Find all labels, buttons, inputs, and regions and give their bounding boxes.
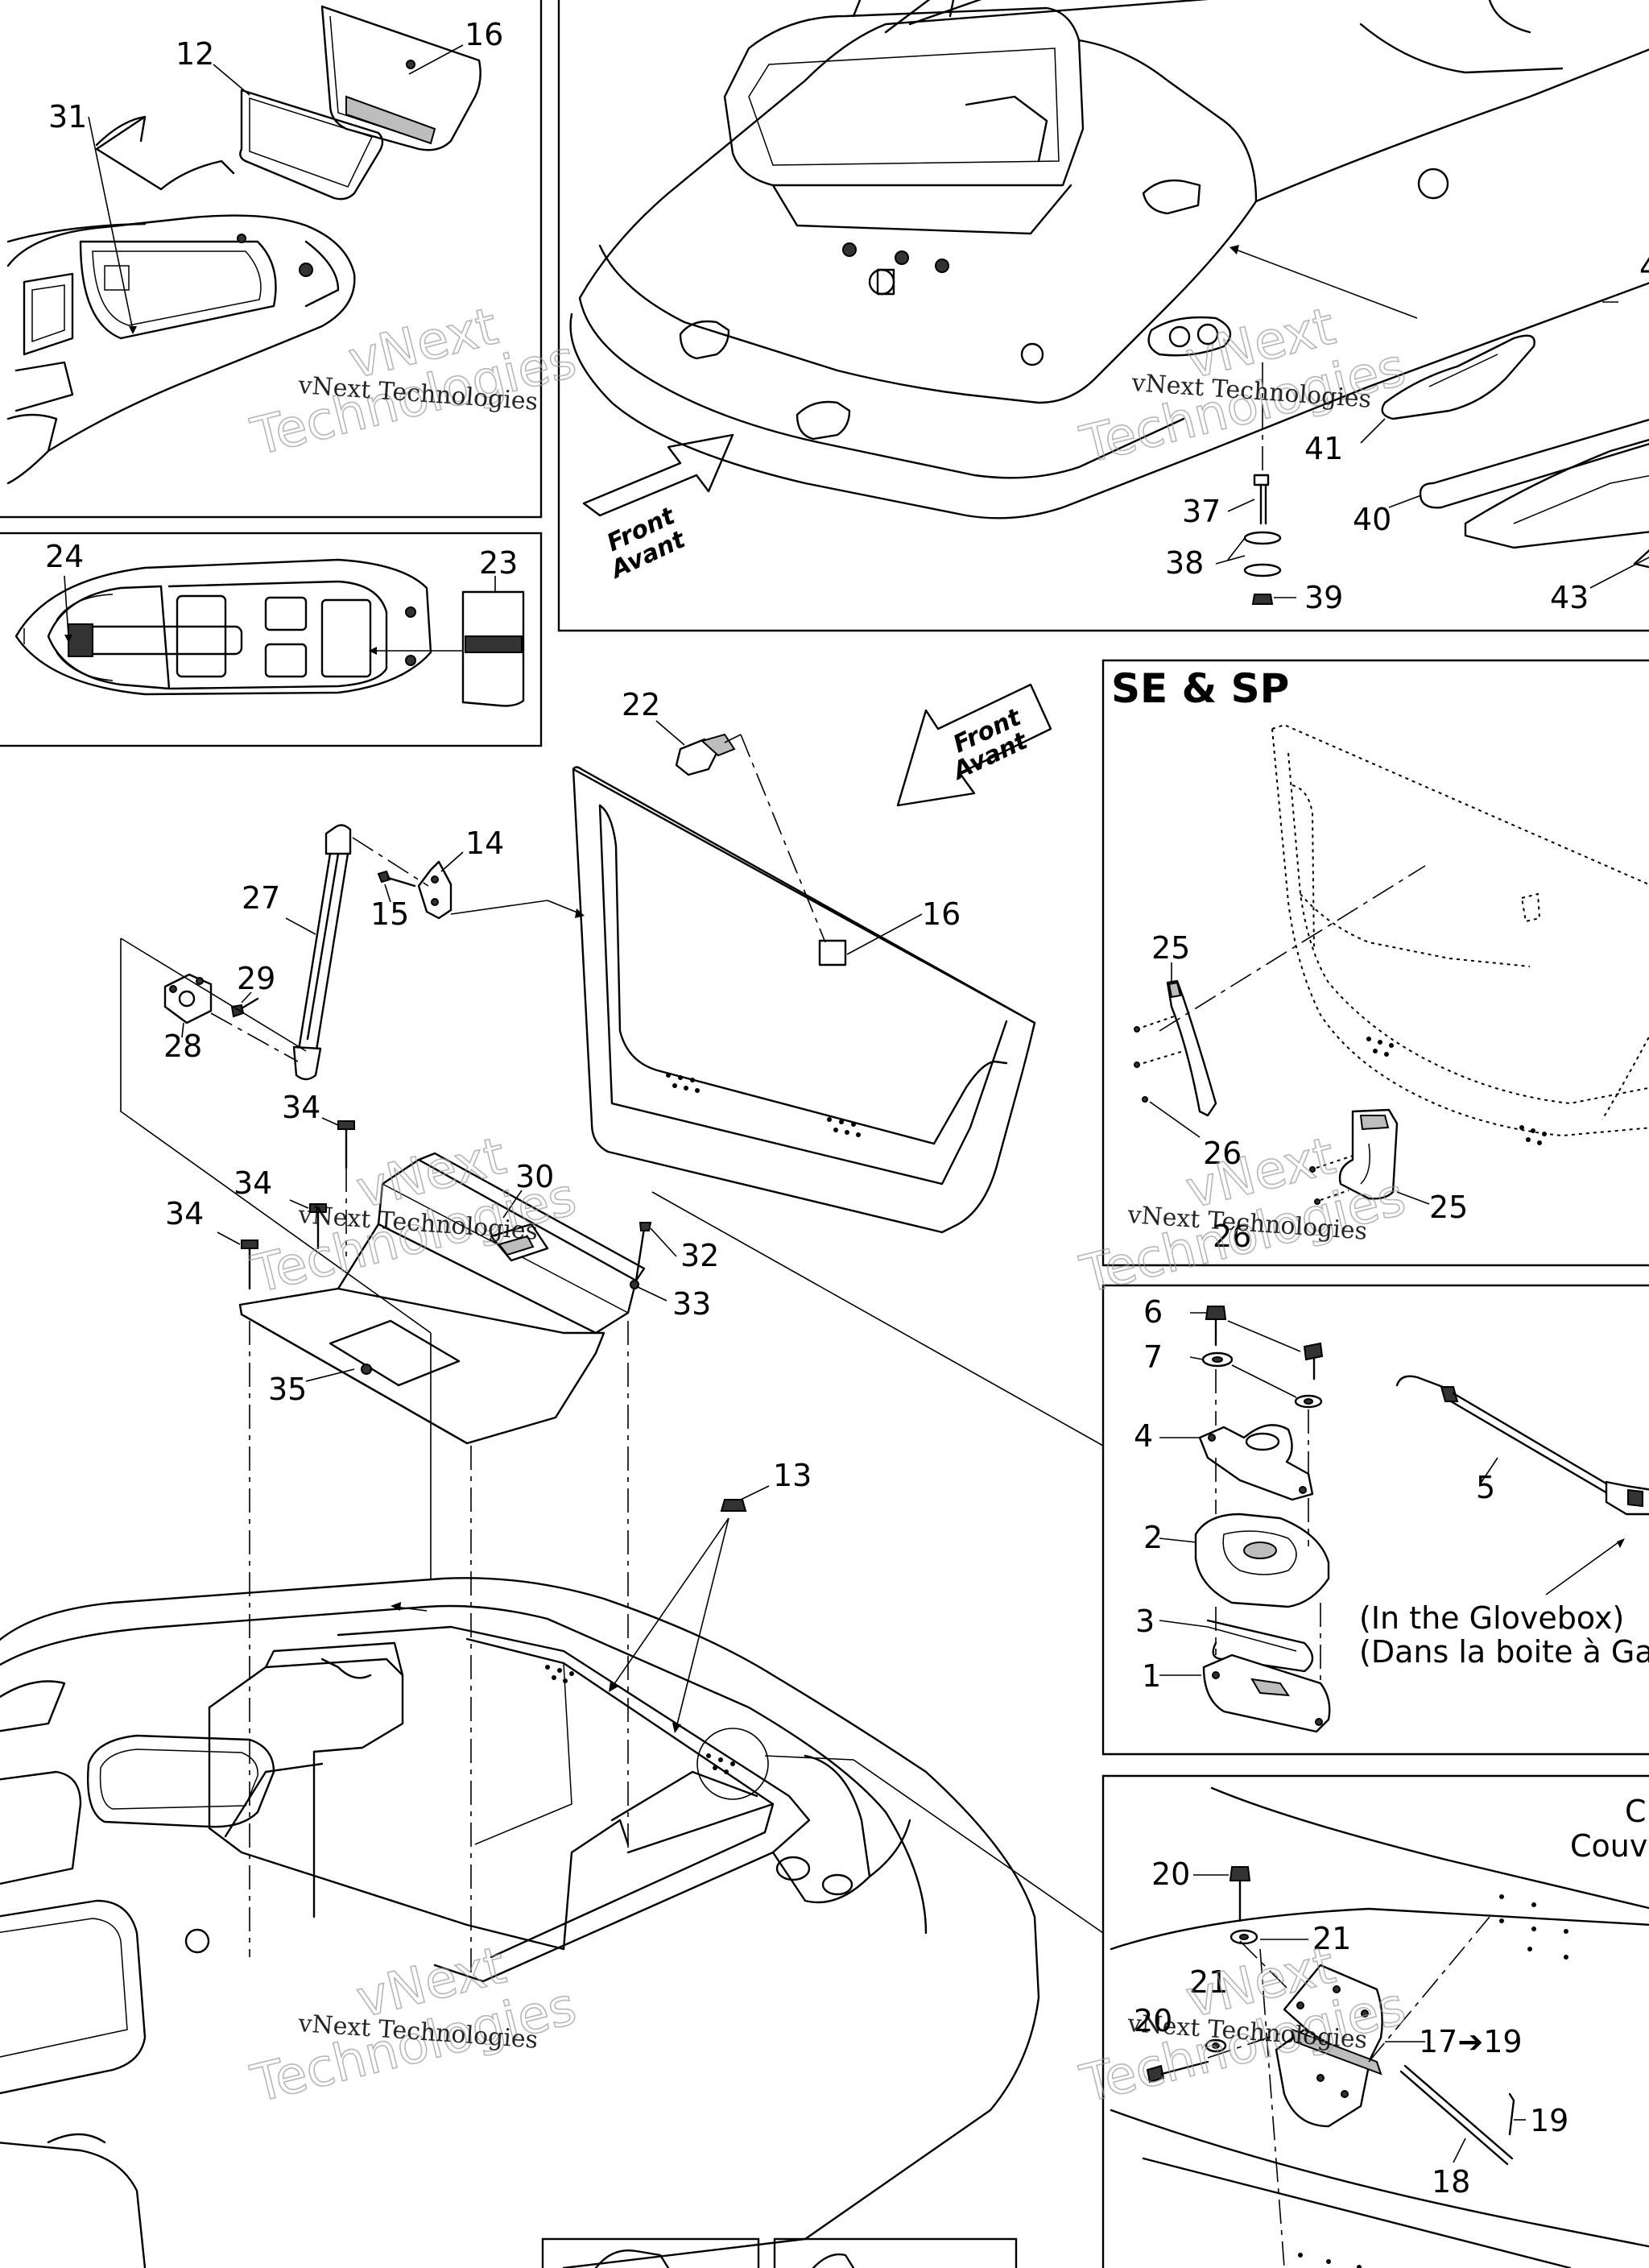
callout-38: 38 [1165,545,1204,581]
callout-33: 33 [672,1286,711,1322]
callout-30: 30 [515,1159,554,1194]
callout-15: 15 [370,896,409,932]
callout-26-upper: 26 [1203,1136,1242,1171]
front-arrow-middle: Front Avant [896,683,1052,807]
callout-21-lower: 21 [1189,1964,1228,2000]
cover-note-line1: C [1625,1794,1647,1829]
callout-34-c: 34 [165,1196,204,1231]
callout-19: 19 [1530,2103,1568,2138]
callout-2: 2 [1143,1520,1163,1555]
callout-29: 29 [237,961,275,996]
watermark-1: Technologies vNext vNext Technologies [245,296,582,469]
callout-23: 23 [479,545,518,581]
callout-43: 43 [1550,580,1589,615]
glovebox-note-line1: (In the Glovebox) [1359,1600,1624,1636]
deck-top-view [14,558,525,707]
panel-frame-se-sp [1101,659,1649,1267]
main-deck-view [0,1333,1104,2268]
callout-27: 27 [242,880,280,916]
callout-24: 24 [45,539,84,574]
se-sp-panel: SE & SP [1111,665,1649,1205]
watermark-5: Technologies vNext vNext Technologies [245,1935,582,2116]
callout-4-top: 4 [1639,250,1649,285]
bottom-mini-panels [594,2249,855,2268]
callout-25-lower: 25 [1429,1190,1468,1225]
callout-37: 37 [1182,494,1221,529]
callout-22: 22 [622,687,660,722]
callout-7: 7 [1143,1339,1163,1375]
callout-34-a: 34 [282,1090,320,1125]
callout-14: 14 [465,826,504,861]
se-sp-header: SE & SP [1111,665,1289,712]
callout-3: 3 [1135,1604,1155,1639]
watermark-3: Technologies vNext vNext Technologies [245,1126,582,1306]
callout-26-lower: 26 [1213,1219,1251,1254]
panel-frame-hinge [1101,1774,1649,2268]
callout-17-19: 17➔19 [1419,2024,1523,2059]
panel-frame-latch [1101,1284,1649,1756]
callout-25-upper: 25 [1151,930,1190,966]
callout-28: 28 [163,1028,202,1064]
front-arrow-top: Front Avant [582,433,734,585]
callout-41: 41 [1304,431,1343,466]
panel-frame-top-center [557,0,1649,632]
panel-frame-bottom-b [773,2237,1018,2268]
callout-35: 35 [268,1372,307,1407]
callout-5: 5 [1476,1470,1495,1505]
panel-frame-top-left [0,0,543,519]
callout-1: 1 [1142,1658,1161,1694]
callout-6: 6 [1143,1294,1163,1330]
glovebox-lid-assembly [120,720,1104,1973]
callout-13: 13 [773,1458,812,1493]
deck-small-view [6,5,481,485]
rear-deck-view [569,0,1649,605]
panel-frame-bottom-a [541,2237,760,2268]
glovebox-note-line2: (Dans la boite à Ga [1359,1634,1649,1670]
callout-20-top: 20 [1151,1856,1190,1892]
cover-note-line2: Couv [1570,1828,1647,1864]
callout-39: 39 [1304,580,1343,615]
callout-12: 12 [176,36,214,72]
panel-frame-deck-top-view [0,532,543,747]
callout-34-b: 34 [234,1165,272,1201]
hinge-panel: C Couv [1110,1786,1649,2268]
callout-labels: 16 12 31 24 23 4 41 37 38 39 40 43 22 14… [45,17,1649,2200]
callout-31: 31 [48,99,87,135]
callout-40: 40 [1353,502,1391,537]
watermark-2: Technologies vNext vNext Technologies [1074,296,1411,477]
latch-panel: (In the Glovebox) (Dans la boite à Ga [1159,1306,1649,1733]
callout-18: 18 [1432,2164,1470,2200]
callout-16-small: 16 [465,17,503,52]
callout-21-top: 21 [1312,1921,1351,1956]
callout-4: 4 [1134,1418,1153,1454]
callout-20-lower: 20 [1134,2003,1172,2038]
callout-16: 16 [922,896,961,932]
callout-32: 32 [680,1238,719,1273]
